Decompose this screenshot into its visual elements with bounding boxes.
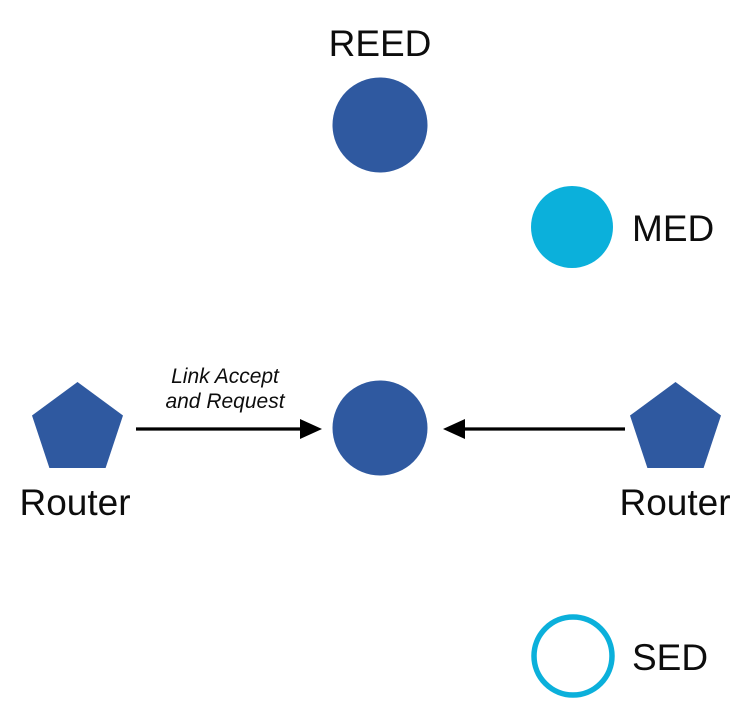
node-sed-label: SED	[632, 637, 708, 678]
node-med[interactable]: MED	[531, 186, 714, 268]
node-sed[interactable]: SED	[531, 614, 708, 698]
med-circle-shape	[531, 186, 613, 268]
node-med-label: MED	[632, 208, 714, 249]
reed-circle-shape	[332, 77, 428, 173]
edge-label-line-1: Link Accept	[171, 365, 280, 388]
node-reed[interactable]: REED	[329, 23, 432, 173]
node-leader-center[interactable]	[332, 380, 428, 476]
node-reed-label: REED	[329, 23, 432, 64]
edge-link-accept-and-request[interactable]: Link Accept and Request	[136, 365, 322, 439]
edge-router-right-to-leader[interactable]	[443, 419, 625, 439]
edge-label-line-2: and Request	[165, 390, 285, 413]
leader-circle-shape	[332, 380, 428, 476]
router-left-pentagon-shape	[32, 382, 123, 468]
edge-left-arrowhead-icon	[300, 419, 322, 439]
node-router-left[interactable]: Router	[19, 382, 131, 523]
node-router-left-label: Router	[19, 482, 130, 523]
sed-circle-outline-shape	[531, 614, 615, 698]
router-right-pentagon-shape	[630, 382, 721, 468]
node-router-right-label: Router	[619, 482, 730, 523]
node-router-right[interactable]: Router	[619, 382, 731, 523]
edge-right-arrowhead-icon	[443, 419, 465, 439]
